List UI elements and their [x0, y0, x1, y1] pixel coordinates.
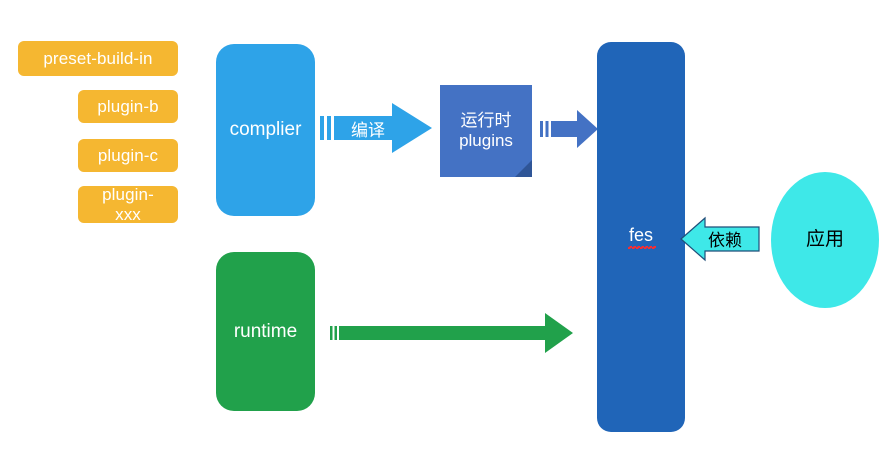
- arrow-depends-on: [680, 216, 760, 262]
- arrow-depends-on-label: 依赖: [708, 230, 742, 250]
- chip-label: plugin-b: [97, 96, 159, 116]
- chip-plugin-b[interactable]: plugin-b: [78, 90, 178, 123]
- node-label: fes: [627, 225, 657, 249]
- arrow-plugins-to-fes: [540, 110, 598, 148]
- node-runtime[interactable]: runtime: [216, 252, 315, 411]
- node-label: runtime: [233, 320, 298, 342]
- chip-plugin-xxx[interactable]: plugin- xxx: [78, 185, 178, 224]
- node-complier[interactable]: complier: [216, 44, 315, 216]
- node-runtime-plugins[interactable]: 运行时 plugins: [440, 85, 532, 177]
- chip-preset-build-in[interactable]: preset-build-in: [18, 41, 178, 76]
- arrow-compile: [320, 103, 432, 153]
- chip-label: preset-build-in: [43, 48, 153, 68]
- chip-label: plugin-c: [97, 145, 159, 165]
- arrow-compile-label: 编译: [351, 120, 385, 140]
- node-label: 应用: [805, 229, 844, 251]
- node-label-line1: 运行时: [460, 111, 512, 131]
- chip-plugin-c[interactable]: plugin-c: [78, 139, 178, 172]
- node-application[interactable]: 应用: [771, 172, 879, 308]
- chip-label-line2: xxx: [115, 204, 141, 224]
- node-label: complier: [229, 119, 302, 141]
- chip-label-line1: plugin-: [102, 185, 154, 205]
- arrow-runtime-to-fes: [330, 313, 573, 353]
- node-fes[interactable]: fes: [597, 42, 685, 432]
- node-label-line2: plugins: [459, 131, 513, 150]
